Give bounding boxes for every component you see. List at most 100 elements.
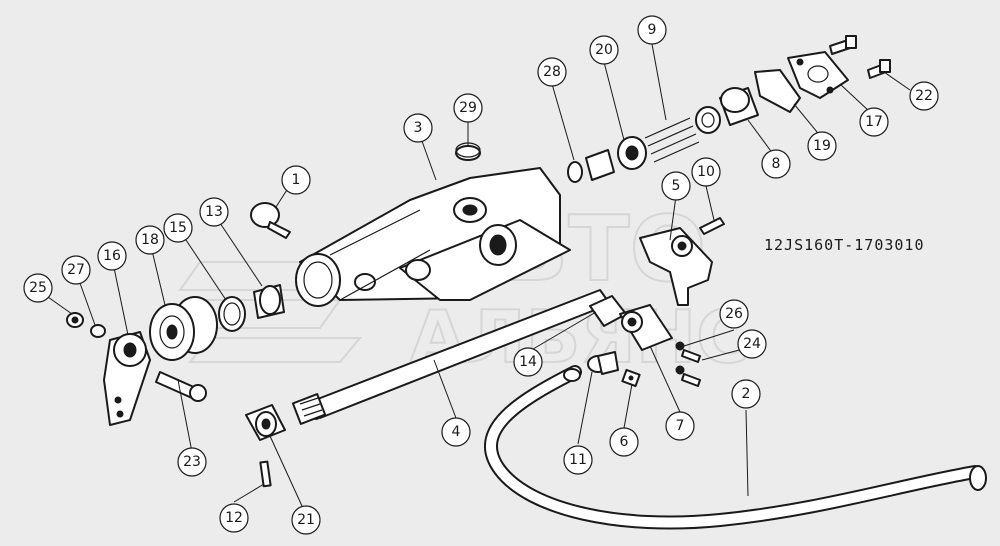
callout-4: 4	[441, 417, 471, 447]
callout-number: 13	[205, 204, 223, 220]
callout-number: 16	[103, 248, 121, 264]
bolt-23	[155, 371, 207, 402]
callout-25: 25	[23, 273, 53, 303]
callout-26: 26	[719, 299, 749, 329]
spring-assembly	[567, 106, 721, 183]
callout-number: 28	[543, 64, 561, 80]
bolts-22	[829, 35, 891, 79]
callout-circle	[61, 255, 91, 285]
callout-9: 9	[637, 15, 667, 45]
callout-6: 6	[609, 427, 639, 457]
callout-number: 19	[813, 138, 831, 154]
callout-number: 24	[743, 336, 761, 352]
callout-circle	[97, 241, 127, 271]
callout-number: 5	[672, 178, 681, 194]
callout-number: 9	[648, 22, 657, 38]
callout-5: 5	[661, 171, 691, 201]
callout-circle	[135, 225, 165, 255]
callout-14: 14	[513, 347, 543, 377]
callout-labels: 1234567891011121314151617181920212223242…	[23, 15, 939, 535]
callout-circle	[23, 273, 53, 303]
drawing-code: 12JS160T-1703010	[764, 236, 925, 254]
callout-circle	[807, 131, 837, 161]
callout-12: 12	[219, 503, 249, 533]
callout-number: 10	[697, 164, 715, 180]
callout-number: 7	[676, 418, 685, 434]
valve-housing	[295, 167, 571, 307]
plug	[250, 202, 291, 239]
flange	[245, 404, 286, 488]
callout-circle	[513, 347, 543, 377]
callout-number: 17	[865, 114, 883, 130]
callout-18: 18	[135, 225, 165, 255]
pin-10	[699, 217, 725, 235]
callout-number: 25	[29, 280, 47, 296]
callout-number: 26	[725, 306, 743, 322]
callout-circle	[219, 503, 249, 533]
callout-circle	[665, 411, 695, 441]
callout-number: 20	[595, 42, 613, 58]
callout-27: 27	[61, 255, 91, 285]
callout-circle	[589, 35, 619, 65]
callout-20: 20	[589, 35, 619, 65]
callout-19: 19	[807, 131, 837, 161]
callout-circle	[537, 57, 567, 87]
lever-arm	[103, 331, 151, 426]
callout-2: 2	[731, 379, 761, 409]
callout-24: 24	[737, 329, 767, 359]
callout-circle	[909, 81, 939, 111]
callout-16: 16	[97, 241, 127, 271]
callout-7: 7	[665, 411, 695, 441]
callout-21: 21	[291, 505, 321, 535]
callout-13: 13	[199, 197, 229, 227]
piston	[149, 296, 218, 361]
callout-circle	[403, 113, 433, 143]
cap-29	[455, 142, 481, 161]
callout-circle	[281, 165, 311, 195]
callout-number: 22	[915, 88, 933, 104]
callout-number: 8	[772, 156, 781, 172]
callout-number: 14	[519, 354, 537, 370]
callout-number: 3	[414, 120, 423, 136]
callout-circle	[719, 299, 749, 329]
bracket	[639, 227, 713, 306]
valve-body	[589, 295, 673, 351]
callout-circle	[199, 197, 229, 227]
callout-number: 21	[297, 512, 315, 528]
callout-8: 8	[761, 149, 791, 179]
bushing-8	[719, 87, 759, 126]
callout-circle	[761, 149, 791, 179]
bolts-24-26	[675, 341, 701, 387]
callout-10: 10	[691, 157, 721, 187]
callout-number: 29	[459, 100, 477, 116]
callout-circle	[637, 15, 667, 45]
cover-plates	[754, 51, 849, 113]
callout-circle	[441, 417, 471, 447]
callout-number: 12	[225, 510, 243, 526]
fittings	[587, 351, 641, 388]
callout-number: 1	[292, 172, 301, 188]
callout-circle	[661, 171, 691, 201]
nut-and-washer	[66, 312, 106, 338]
callout-number: 4	[452, 424, 461, 440]
callout-number: 11	[569, 452, 587, 468]
callout-3: 3	[403, 113, 433, 143]
callout-circle	[691, 157, 721, 187]
hose	[484, 365, 987, 530]
callout-number: 2	[742, 386, 751, 402]
callout-circle	[609, 427, 639, 457]
callout-29: 29	[453, 93, 483, 123]
seal-rings	[218, 284, 285, 332]
callout-circle	[563, 445, 593, 475]
callout-circle	[731, 379, 761, 409]
callout-28: 28	[537, 57, 567, 87]
callout-15: 15	[163, 213, 193, 243]
callout-22: 22	[909, 81, 939, 111]
callout-circle	[859, 107, 889, 137]
callout-number: 23	[183, 454, 201, 470]
callout-circle	[163, 213, 193, 243]
callout-number: 15	[169, 220, 187, 236]
callout-number: 27	[67, 262, 85, 278]
